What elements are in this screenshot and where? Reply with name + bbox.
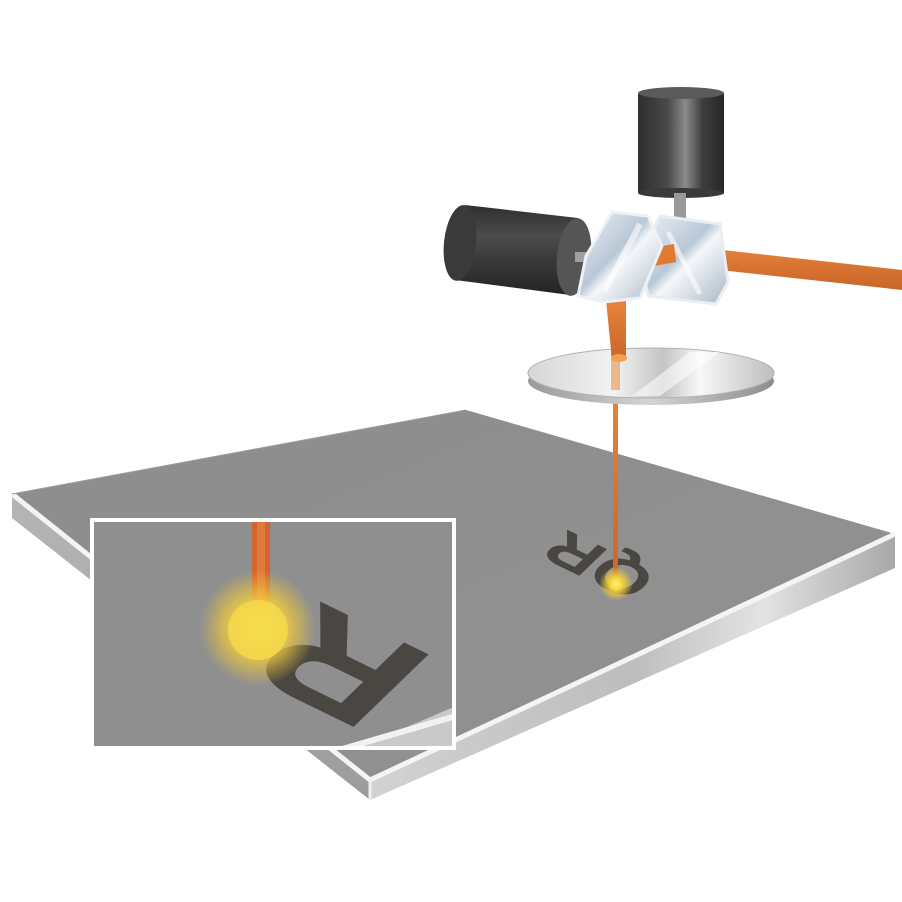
- lens-icon: [527, 347, 775, 399]
- zoom-inset: R: [90, 518, 456, 750]
- plate-back-edge: [11, 409, 467, 495]
- plate-front-side: [370, 534, 895, 800]
- laser-beam-through-lens: [611, 350, 620, 390]
- galvo-motor-y: [638, 93, 724, 193]
- laser-spot: [599, 567, 633, 601]
- focusing-lens: [527, 347, 775, 405]
- galvo-motor-y-top-icon: [638, 87, 724, 99]
- galvo-motor-x-back-icon: [443, 205, 477, 281]
- laser-beam-focused: [613, 388, 618, 586]
- inset-laser-spot-core: [228, 600, 288, 660]
- laser-beam-lens-entry: [611, 354, 627, 362]
- galvo-scanner-head: [443, 87, 902, 306]
- galvo-motor-x: [455, 205, 578, 295]
- mirror-x-shine: [601, 222, 643, 294]
- laser-beam-from-mirror: [606, 300, 626, 360]
- mirror-y-shine: [665, 230, 703, 296]
- lens-reflection: [632, 352, 720, 396]
- galvo-motor-y-shaft: [674, 193, 686, 221]
- inset-border: [90, 518, 456, 750]
- inset-plate-edge-highlight: [335, 713, 454, 748]
